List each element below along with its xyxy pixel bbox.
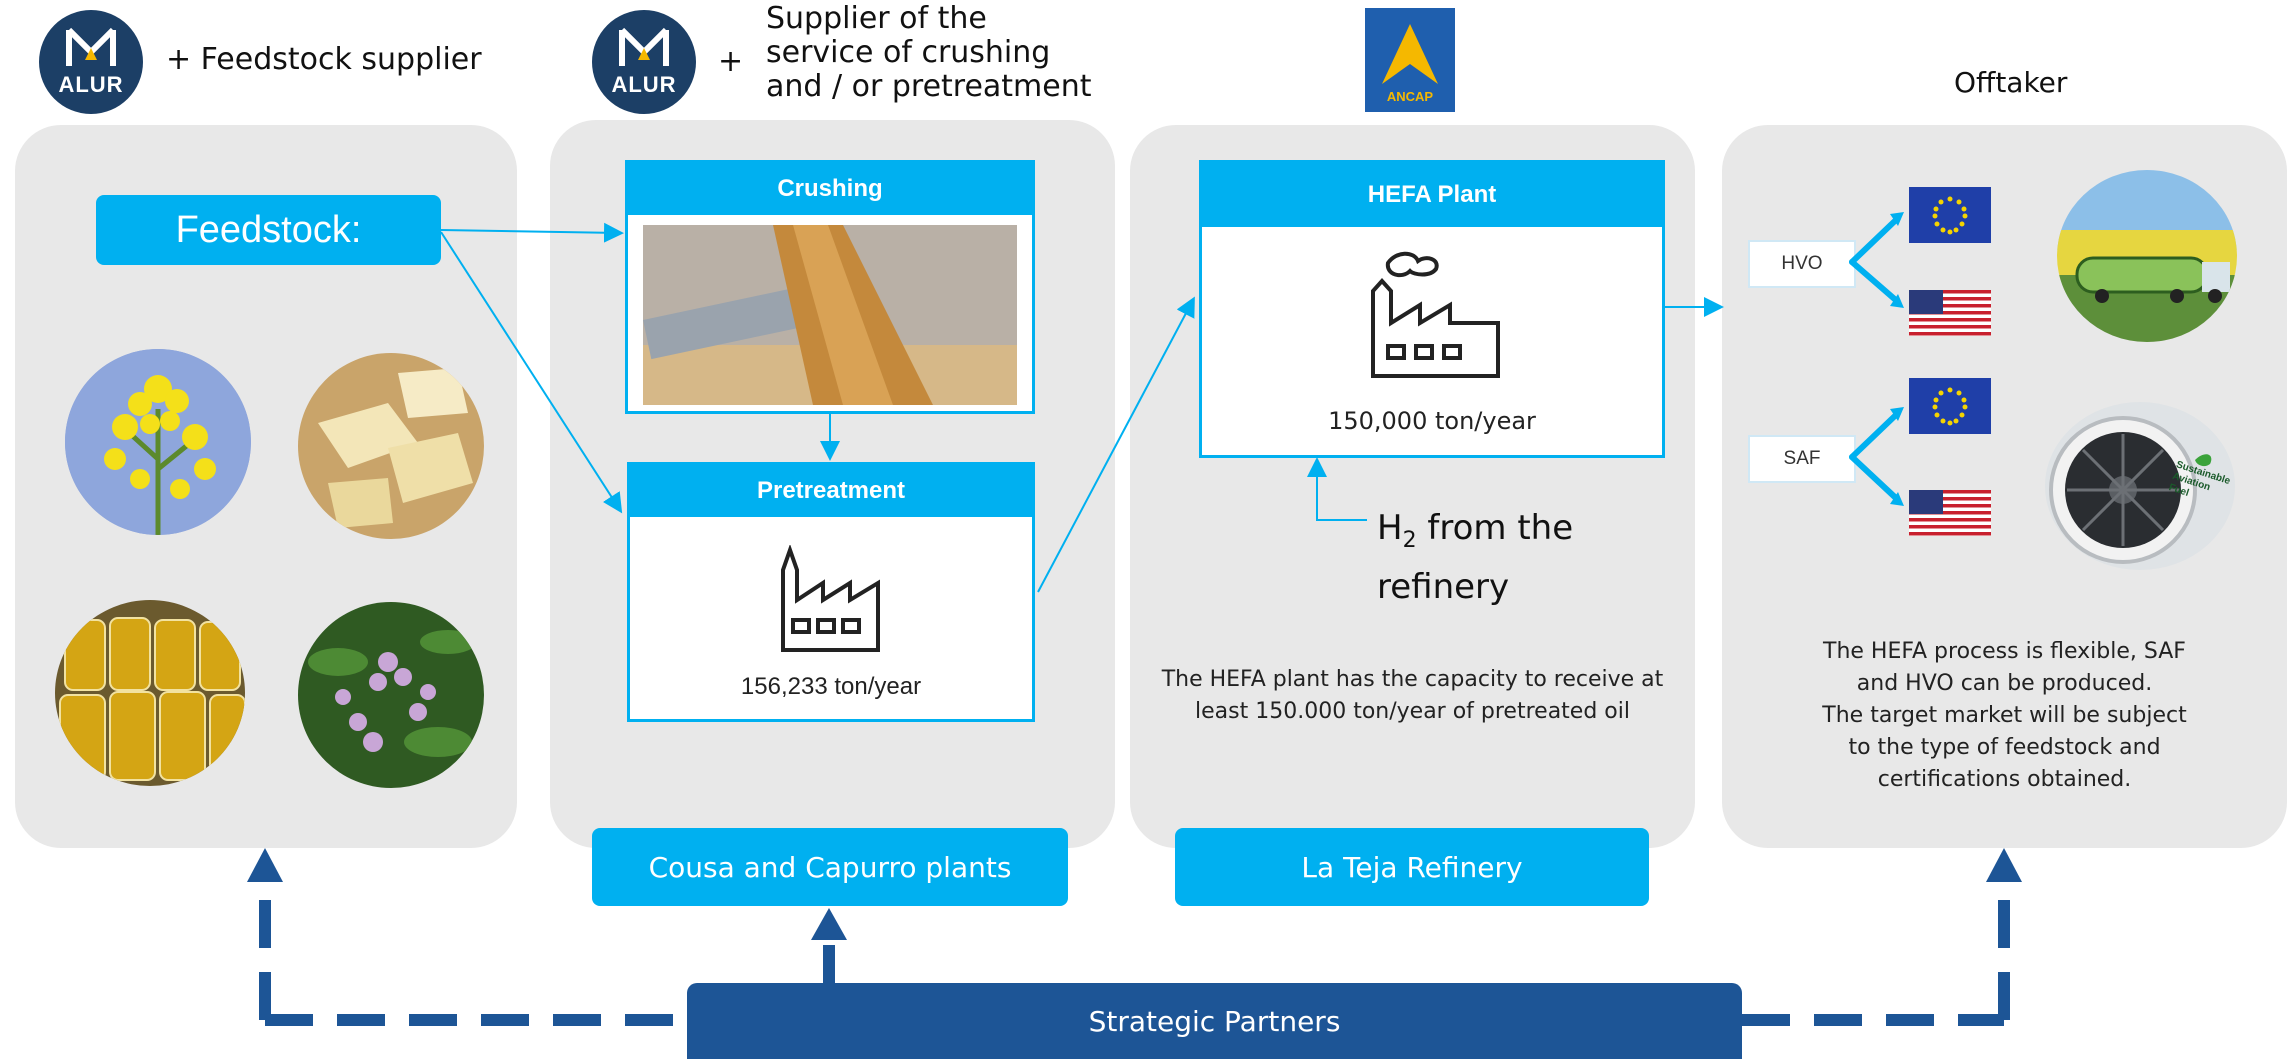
factory-smoke-icon [1371,251,1500,378]
hvo-tag: HVO [1748,240,1856,288]
alur-logo-text: ALUR [58,72,124,97]
offtaker-note-line: certifications obtained. [1877,767,2132,792]
hefa-plant-title: HEFA Plant [1202,163,1662,227]
hefa-capacity: 150,000 ton/year [1328,407,1536,435]
alur-logo: ALUR [39,10,143,114]
eu-flag-icon [1909,378,1991,434]
feedstock-to-pretreatment-arrow [440,231,623,514]
us-flag-icon [1909,290,1991,336]
h2-subscript: 2 [1402,527,1417,553]
feedstock-supplier-text: + Feedstock supplier [166,42,482,77]
alur-logo-2: ALUR [592,10,696,114]
saf-tag: SAF [1748,435,1856,483]
alur-logo-text: ALUR [611,72,677,97]
crushing-supplier-text: Supplier of the service of crushing and … [766,1,1092,104]
offtaker-note-line: to the type of feedstock and [1848,735,2161,760]
feedstock-to-crushing-arrow [440,222,624,243]
hvo-to-us-arrow [1849,259,1901,305]
offtaker-note-line: The HEFA process is flexible, SAF [1823,639,2186,664]
strategic-partners-bar: Strategic Partners [687,983,1742,1059]
saf-to-eu-arrow [1849,410,1901,460]
la-teja-label: La Teja Refinery [1175,828,1649,906]
saf-to-us-arrow [1849,454,1901,503]
rapeseed-flower-icon [65,349,251,535]
offtaker-note-line: The target market will be subject [1822,703,2187,728]
offtaker-title: Offtaker [1954,66,2068,99]
used-cooking-oil-image [55,600,245,786]
h2-rest: from the [1416,508,1574,548]
carinata-flower-image [298,602,484,788]
hvo-to-eu-arrow [1849,215,1901,265]
purple-flower-icon [298,602,484,788]
ancap-mark-icon [1382,24,1438,84]
offtaker-note-line: and HVO can be produced. [1856,671,2153,696]
oil-bottles-icon [55,600,245,786]
alur-mark-icon [66,27,116,66]
pretreatment-capacity: 156,233 ton/year [740,673,922,700]
factory-icon [781,545,880,652]
hefa-note: The HEFA plant has the capacity to recei… [1161,667,1664,724]
jet-engine-icon [2045,402,2235,570]
jet-engine-image: Sustainable Aviation Fuel [2045,402,2235,570]
partner-arrowhead-left [247,848,283,882]
grain-crushing-image [643,225,1017,405]
pretreatment-to-hefa-arrow [1037,296,1195,593]
h2-line-1: H2 from the [1377,505,1573,564]
rapeseed-flower-image [65,349,251,535]
pretreatment-title: Pretreatment [630,465,1032,517]
alur-mark-icon [619,27,669,66]
h2-symbol: H [1377,508,1403,548]
h2-line-2: refinery [1377,566,1510,607]
cousa-capurro-label: Cousa and Capurro plants [592,828,1068,906]
offtaker-note: The HEFA process is flexible, SAF and HV… [1742,636,2267,796]
feedstock-label: Feedstock: [96,195,441,265]
h2-from-refinery: H2 from the refinery [1377,505,1573,610]
h2-to-hefa-arrow [1307,457,1367,521]
eu-flag-icon [1909,187,1991,243]
ancap-logo: ANCAP [1365,8,1455,112]
beef-tallow-image [298,353,484,539]
partner-arrowhead-right [1986,848,2022,882]
crushing-box: Crushing [625,160,1035,414]
ancap-logo-text: ANCAP [1386,89,1434,104]
crushing-title: Crushing [628,163,1032,215]
hefa-plant-box: HEFA Plant 150,000 ton/year [1199,160,1665,458]
tallow-blocks-icon [298,353,484,539]
us-flag-icon [1909,490,1991,536]
pretreatment-box: Pretreatment 156,233 ton/year [627,462,1035,722]
partner-arrowhead-center [811,908,847,940]
plus-sign: + [718,44,744,79]
